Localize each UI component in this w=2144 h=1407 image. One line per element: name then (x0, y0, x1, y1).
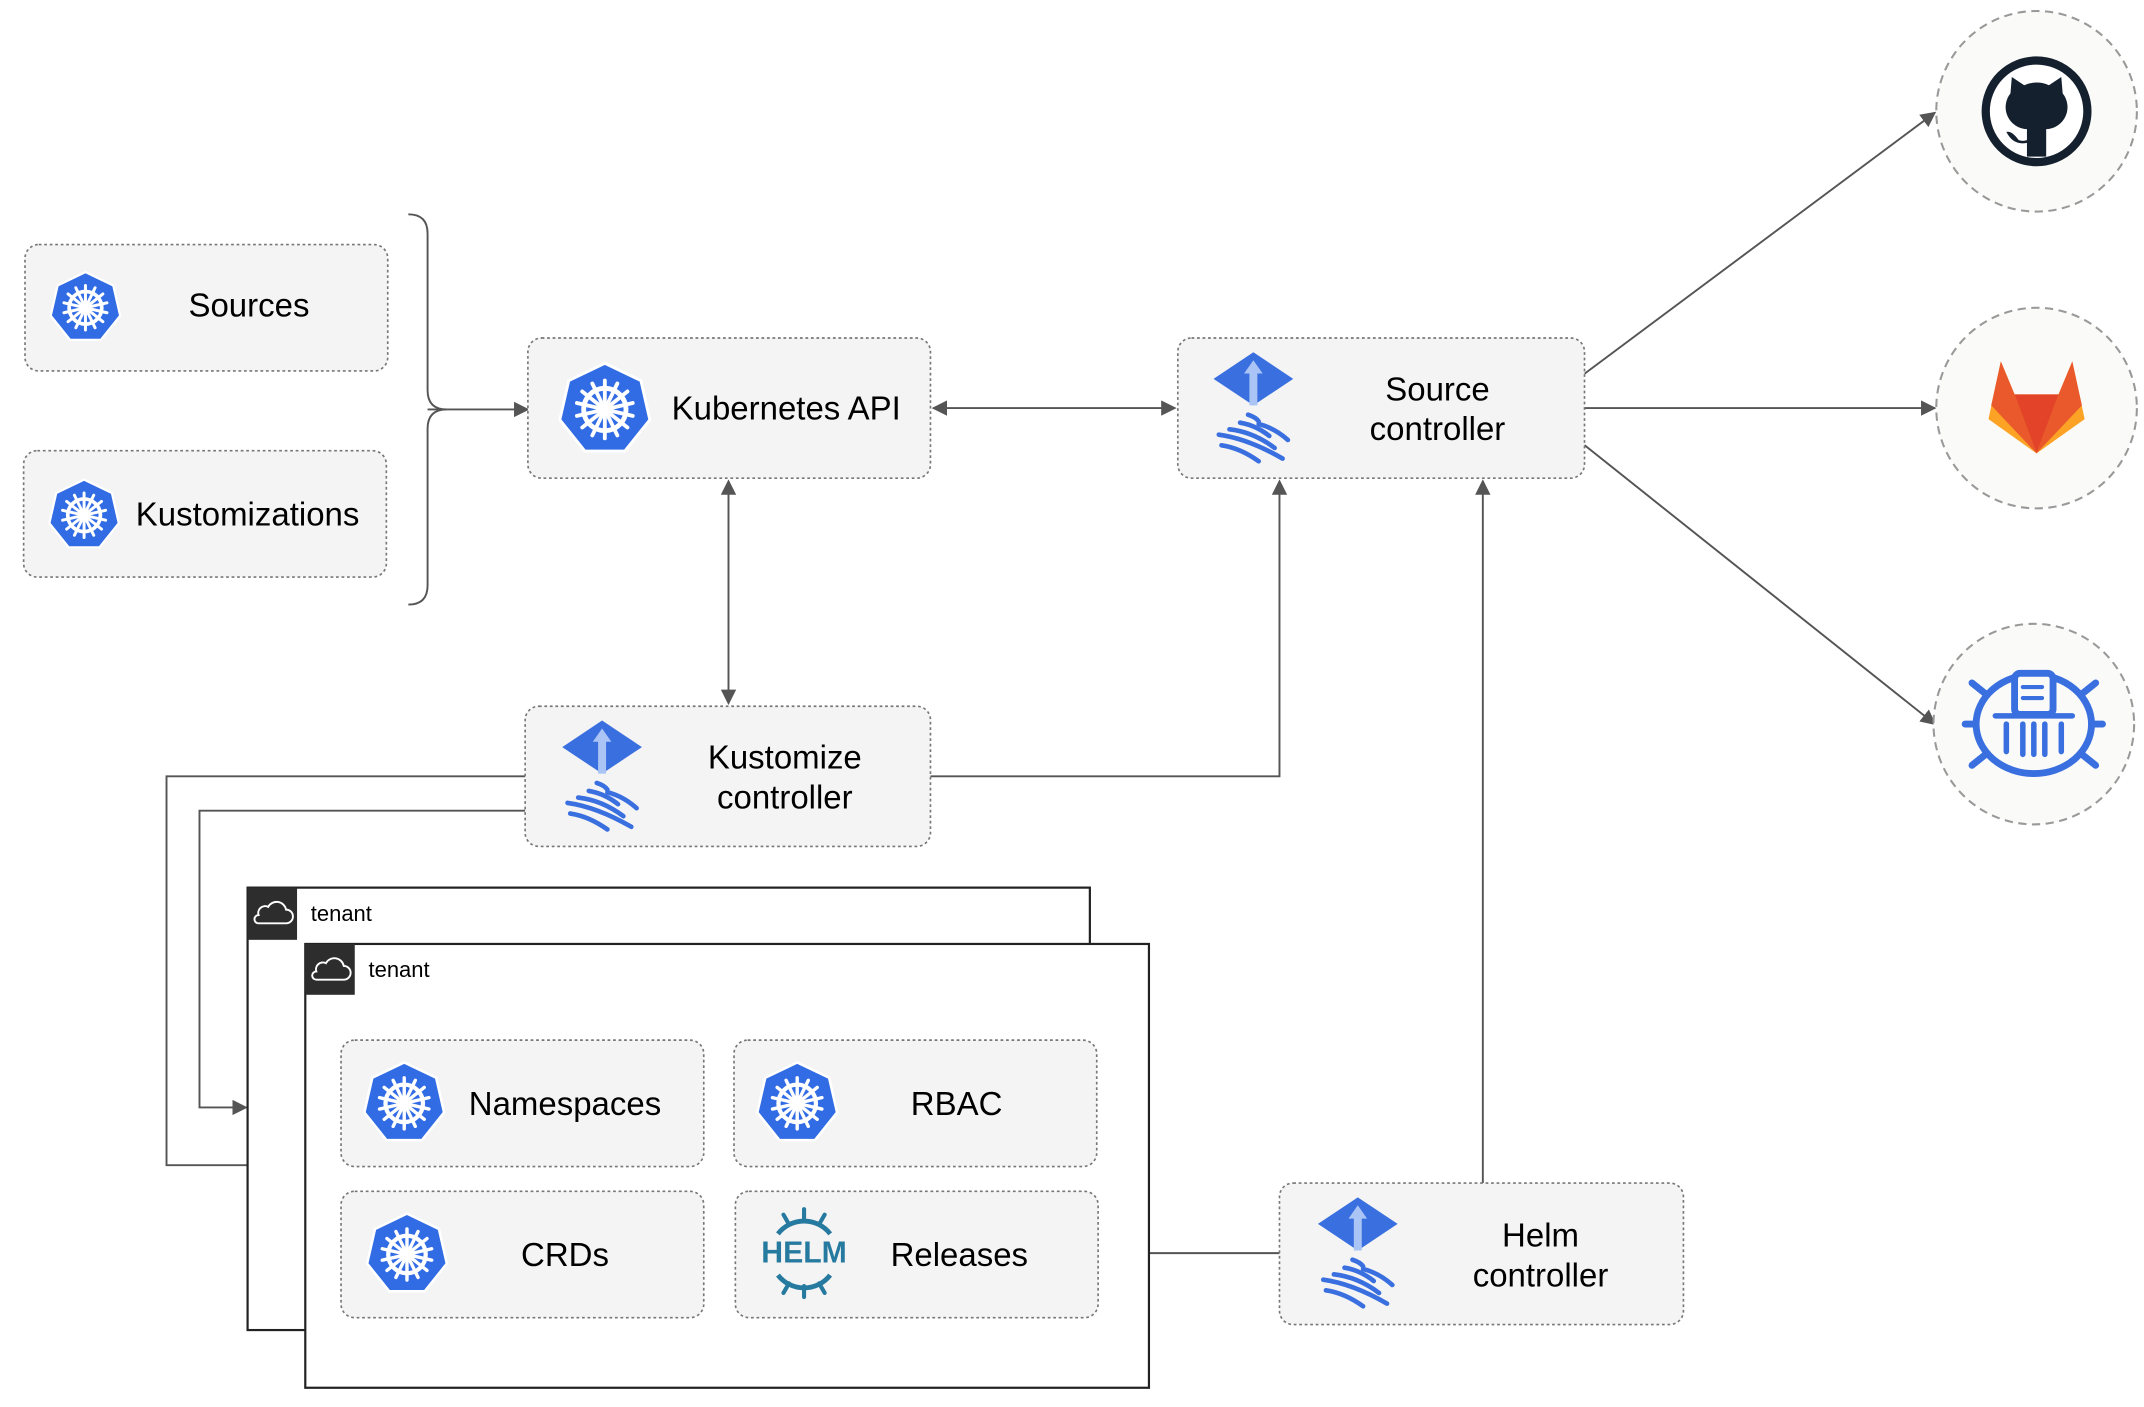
source-controller-node[interactable]: Source controller (1176, 337, 1586, 479)
releases-node[interactable]: HELM Releases (734, 1190, 1099, 1319)
kustomize-controller-line2: controller (717, 778, 853, 815)
crds-node[interactable]: CRDs (340, 1190, 705, 1319)
kubernetes-api-label: Kubernetes API (672, 390, 901, 427)
rbac-label: RBAC (911, 1085, 1003, 1122)
edge-source-to-github (1583, 111, 1937, 375)
edge-kustomize-to-tenant-back (198, 809, 526, 1116)
gitlab-node[interactable] (1935, 306, 2138, 510)
edge-source-to-registry (1583, 444, 1937, 726)
cloud-icon (311, 957, 352, 981)
kustomizations-label: Kustomizations (136, 495, 360, 532)
helm-controller-line1: Helm (1502, 1217, 1579, 1254)
tenant-front[interactable]: tenant Namespaces RBAC CRDs HELM (304, 942, 1151, 1389)
gitlab-icon (1988, 361, 2085, 454)
kustomize-controller-node[interactable]: Kustomize controller (524, 705, 932, 848)
namespaces-label: Namespaces (469, 1085, 661, 1122)
helm-icon: HELM (761, 1207, 847, 1300)
harbor-icon (1961, 669, 2106, 778)
sources-label: Sources (188, 286, 309, 323)
kustomizations-node[interactable]: Kustomizations (22, 449, 388, 578)
helm-controller-line2: controller (1473, 1257, 1609, 1294)
sources-node[interactable]: Sources (24, 243, 389, 372)
kustomize-controller-line1: Kustomize (708, 739, 862, 776)
cloud-icon (253, 900, 294, 925)
helm-logo-text: HELM (761, 1236, 847, 1269)
edges (165, 111, 1937, 1261)
namespaces-node[interactable]: Namespaces (340, 1039, 705, 1168)
tenant-label: tenant (369, 957, 430, 982)
tenant-label: tenant (311, 901, 372, 926)
releases-label: Releases (891, 1236, 1028, 1273)
github-node[interactable] (1935, 9, 2138, 213)
source-controller-line2: controller (1370, 410, 1506, 447)
source-controller-line1: Source (1385, 370, 1489, 407)
crds-label: CRDs (521, 1236, 609, 1273)
kubernetes-api-node[interactable]: Kubernetes API (527, 337, 932, 479)
helm-controller-node[interactable]: Helm controller (1278, 1182, 1685, 1326)
rbac-node[interactable]: RBAC (733, 1039, 1098, 1168)
github-icon (1981, 56, 2092, 167)
edge-kustomize-to-tenant-front (165, 775, 526, 1173)
edge-kustomize-to-source (930, 479, 1288, 778)
registry-node[interactable] (1932, 622, 2136, 826)
